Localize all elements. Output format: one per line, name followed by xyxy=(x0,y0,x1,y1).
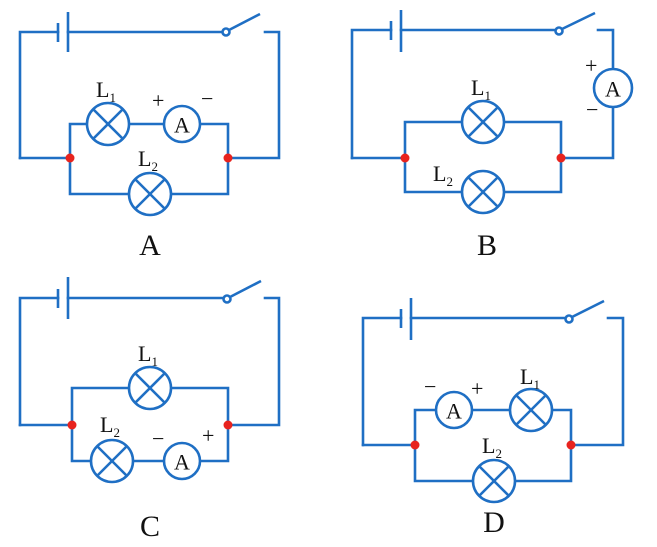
lamp-l2-label: L2 xyxy=(100,412,120,440)
ammeter-plus-label: + xyxy=(202,423,214,448)
ammeter-icon: A xyxy=(434,390,474,430)
junction-dot xyxy=(223,153,233,163)
battery-icon xyxy=(389,10,403,52)
circuit-panel-a: L1 A + − L2 A xyxy=(18,12,281,262)
junction-dot xyxy=(566,440,576,450)
branch-upper xyxy=(403,120,563,160)
branch-upper xyxy=(413,408,573,447)
circuit-panel-d: A − + L1 L2 D xyxy=(361,298,625,539)
lamp-l1-icon xyxy=(127,365,173,411)
lamp-l1-icon xyxy=(460,99,506,145)
lamp-l1-icon xyxy=(85,101,131,147)
ammeter-icon: A xyxy=(162,104,202,144)
wire-top-left xyxy=(18,296,60,427)
branch-upper xyxy=(70,386,230,427)
svg-text:A: A xyxy=(446,399,462,424)
battery-icon xyxy=(56,277,70,319)
ammeter-plus-label: + xyxy=(471,376,483,401)
wire-right xyxy=(226,296,281,427)
lamp-l2-icon xyxy=(460,169,506,215)
junction-dot xyxy=(65,153,75,163)
lamp-l1-label: L1 xyxy=(96,77,116,105)
junction-dot xyxy=(556,153,566,163)
lamp-l1-label: L1 xyxy=(471,75,491,103)
wire-right xyxy=(226,30,281,160)
wire-right xyxy=(559,28,615,160)
wire-right xyxy=(569,316,625,447)
ammeter-icon: A xyxy=(162,441,202,481)
circuit-panel-b: A + − L1 L2 B xyxy=(350,10,634,262)
battery-icon xyxy=(399,298,413,340)
switch-icon[interactable] xyxy=(221,12,261,37)
panel-label-b[interactable]: B xyxy=(477,229,497,262)
ammeter-plus-label: + xyxy=(585,53,597,78)
svg-text:A: A xyxy=(605,77,621,102)
branch-lower xyxy=(68,156,230,196)
ammeter-icon: A xyxy=(592,67,634,109)
switch-icon[interactable] xyxy=(222,279,262,304)
lamp-l1-label: L1 xyxy=(520,364,540,392)
lamp-l2-label: L2 xyxy=(482,433,502,461)
ammeter-minus-label: − xyxy=(586,97,598,122)
circuit-panel-c: L1 L2 A − + C xyxy=(18,277,281,543)
branch-lower xyxy=(70,423,230,463)
wire-top-left xyxy=(350,28,393,160)
branch-lower xyxy=(413,443,573,483)
switch-icon[interactable] xyxy=(564,299,605,324)
ammeter-minus-label: − xyxy=(201,86,213,111)
junction-dot xyxy=(410,440,420,450)
battery-icon xyxy=(56,12,70,52)
lamp-l2-icon xyxy=(127,171,173,217)
lamp-l2-icon xyxy=(89,438,135,484)
lamp-l2-label: L2 xyxy=(433,161,453,189)
ammeter-minus-label: − xyxy=(152,426,164,451)
junction-dot xyxy=(400,153,410,163)
panel-label-c[interactable]: C xyxy=(140,510,160,543)
lamp-l1-label: L1 xyxy=(138,341,158,369)
ammeter-plus-label: + xyxy=(152,88,164,113)
lamp-l2-label: L2 xyxy=(138,146,158,174)
panel-label-a[interactable]: A xyxy=(139,229,161,262)
lamp-l2-icon xyxy=(471,458,517,504)
wire-top-left xyxy=(361,316,403,447)
junction-dot xyxy=(67,420,77,430)
junction-dot xyxy=(223,420,233,430)
svg-text:A: A xyxy=(174,113,190,138)
branch-lower xyxy=(403,156,563,194)
svg-text:A: A xyxy=(174,450,190,475)
lamp-l1-icon xyxy=(508,387,554,433)
ammeter-minus-label: − xyxy=(424,374,436,399)
switch-icon[interactable] xyxy=(554,11,596,36)
wire-top-left xyxy=(18,30,60,160)
branch-upper xyxy=(68,122,230,160)
panel-label-d[interactable]: D xyxy=(483,506,505,539)
